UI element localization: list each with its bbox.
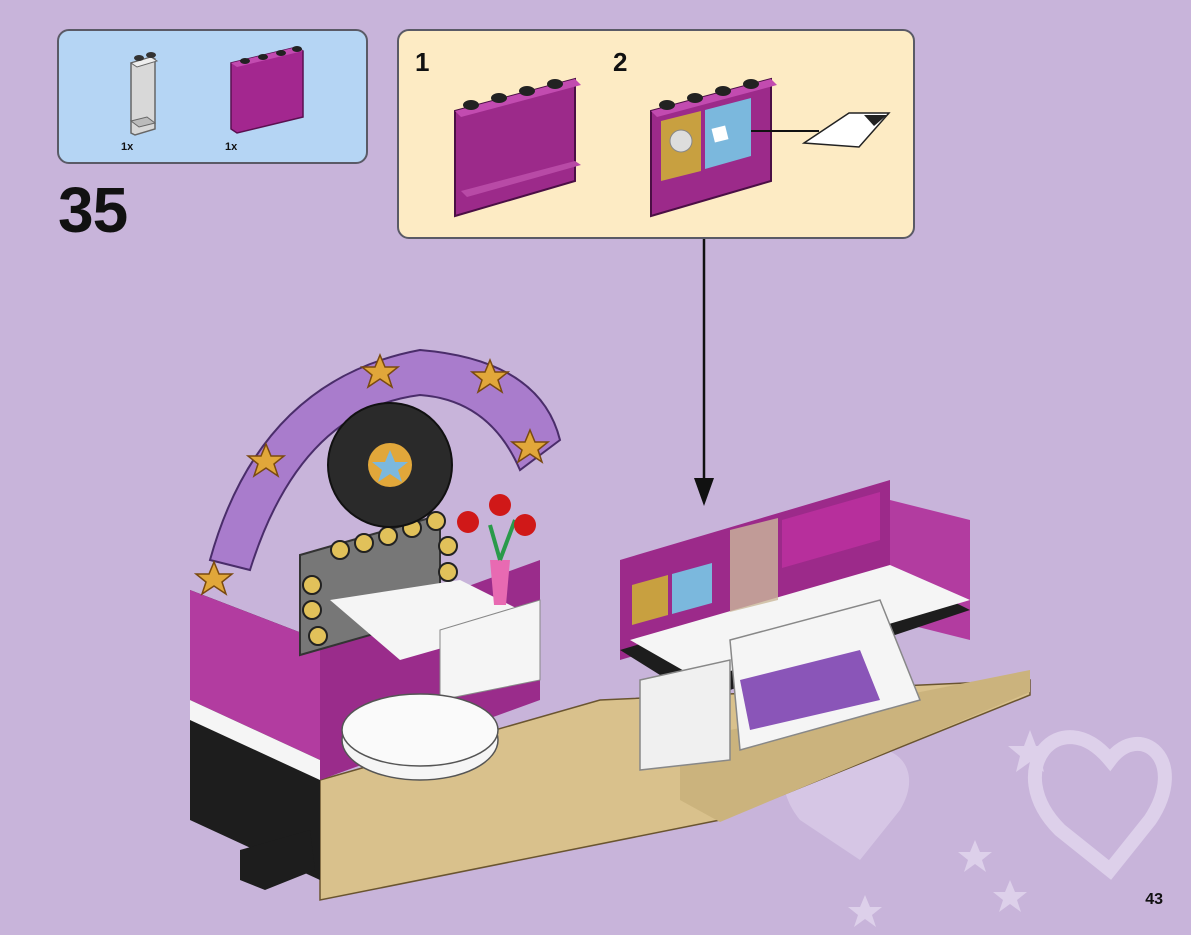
- parts-illustration: [129, 46, 304, 136]
- sticker-icon: [801, 112, 891, 148]
- star-icon: [1008, 730, 1052, 772]
- flower-vase: [457, 494, 536, 605]
- decorated-panel-part: [650, 77, 777, 218]
- star-icon: [469, 358, 511, 394]
- transparent-panel: [730, 518, 778, 612]
- trophy-poster: [782, 492, 880, 568]
- star-icon: [509, 428, 551, 464]
- heart-outline-icon: [1027, 730, 1172, 880]
- lavender-arch: [208, 348, 562, 572]
- star-icon: [958, 840, 992, 872]
- substep-number: 1: [415, 47, 430, 77]
- magenta-panel-part: [454, 77, 581, 218]
- star-icon: [359, 353, 401, 389]
- magenta-panel-part: [230, 46, 304, 134]
- part-quantity: 1x: [225, 141, 238, 153]
- substep-number: 2: [613, 47, 628, 77]
- subassembly-illustration: [454, 77, 891, 218]
- star-icon: [993, 880, 1027, 912]
- white-cabinet: [639, 659, 731, 771]
- magenta-wall: [190, 590, 320, 760]
- black-brick: [240, 830, 315, 890]
- star-icon: [245, 442, 287, 478]
- mirror-lights: [302, 511, 458, 646]
- step-number: 35: [58, 174, 128, 246]
- subassembly-box: 1 2: [397, 29, 915, 239]
- parts-list-box: 1x 1x: [57, 29, 368, 164]
- page-number: 43: [1145, 891, 1163, 908]
- star-icon: [372, 450, 408, 482]
- part-quantity: 1x: [121, 141, 134, 153]
- transparent-panel-part: [129, 52, 159, 136]
- star-icon: [848, 895, 882, 927]
- star-icon: [193, 560, 235, 596]
